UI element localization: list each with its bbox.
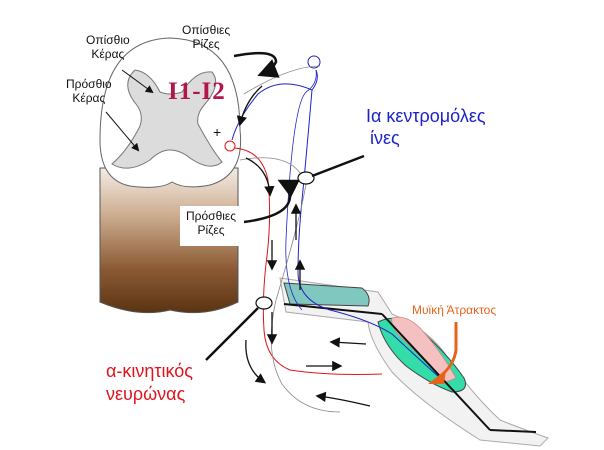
muscle-spindle-shape: [391, 316, 457, 383]
motor-neuron-body: [224, 140, 236, 152]
spinal-cord-column: [99, 167, 239, 314]
anterior-roots-label-bg: [180, 206, 244, 246]
afferent-fiber-entry: [231, 83, 313, 141]
efferent-fiber-marker: [255, 296, 273, 310]
bone-line: [283, 303, 383, 315]
posterior-roots-arrow: [233, 51, 280, 78]
afferent-fibers-label: Ια κεντρομόλες ίνες: [366, 106, 486, 148]
flow-arrow-left: [329, 337, 367, 348]
flow-arrow-curve-down: [245, 339, 267, 384]
nerve-trunk: [239, 65, 341, 413]
muscle-upper-belly: [283, 282, 370, 307]
segment-label: I1-I2: [168, 78, 226, 105]
motor-neuron-label: α-κινητικός νευρώνας: [106, 361, 193, 404]
bone-line-lower: [381, 313, 491, 431]
flow-arrow-entry: [236, 85, 263, 127]
posterior-horn-leader: [121, 69, 154, 94]
anterior-roots-label: Πρόσθιες Ρίζες: [186, 209, 237, 237]
tendon-line: [489, 429, 537, 433]
plus-sign: +: [213, 124, 222, 140]
grey-matter: [111, 69, 223, 169]
motor-neuron-leader: [205, 307, 259, 361]
anterior-horn-label: Πρόσθιο Κέρας: [66, 77, 112, 105]
orange-arrowhead: [428, 370, 446, 384]
afferent-fiber-marker: [297, 171, 315, 185]
afferent-fiber: [297, 69, 441, 379]
posterior-horn-label: Οπίσθιο Κέρας: [86, 33, 130, 61]
ganglion-icon: [307, 55, 321, 69]
anterior-roots-arrow: [243, 179, 300, 224]
posterior-roots-label: Οπίσθιες Ρίζες: [182, 23, 231, 51]
afferent-fiber-second: [285, 69, 317, 311]
flow-arrow-exit: [245, 157, 275, 197]
muscle-spindle-label: Μυϊκή Άτρακτος: [412, 303, 497, 317]
afferent-label-leader: [311, 154, 365, 178]
flow-arrow-return: [315, 391, 371, 407]
anterior-horn-leader: [105, 111, 140, 152]
